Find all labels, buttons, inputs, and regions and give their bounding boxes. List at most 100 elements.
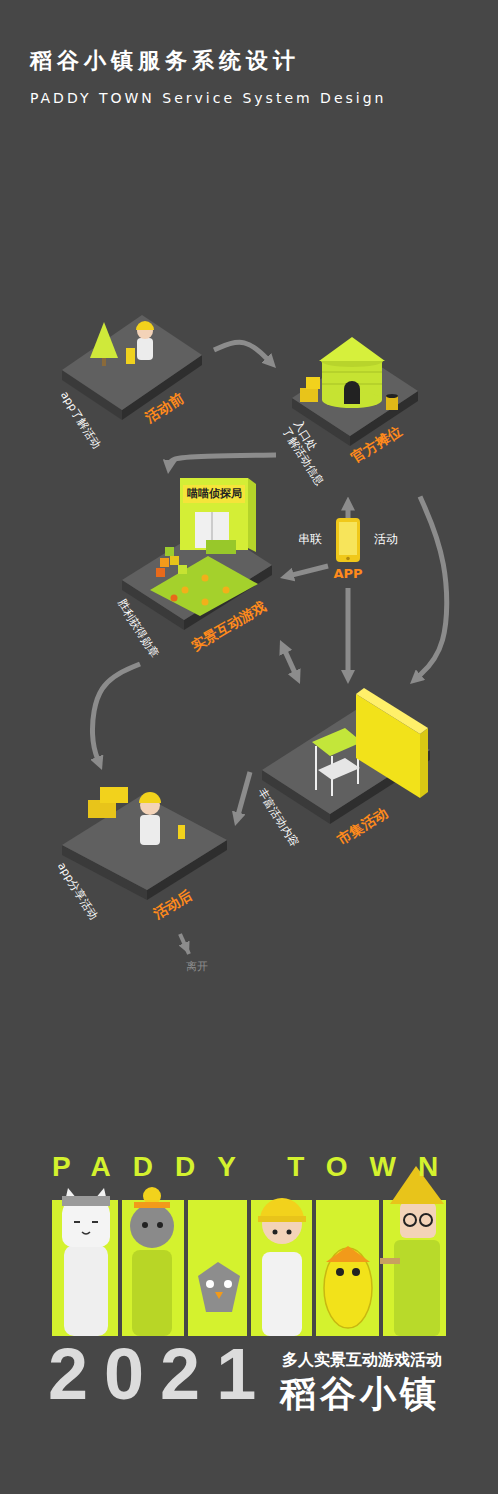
tree-and-visitor	[126, 348, 135, 364]
phone-button	[346, 557, 350, 561]
grey-bird	[206, 1280, 214, 1288]
stage-note: 入口处 了解活动信息	[280, 418, 341, 494]
detective-game-set	[183, 485, 245, 503]
flow-note: 串联	[298, 532, 322, 546]
stage-heading: 活动前	[142, 390, 187, 427]
granary-booth	[386, 394, 398, 398]
market-stall	[318, 758, 360, 780]
yellow-owl	[326, 1246, 370, 1262]
white-cat	[92, 1221, 98, 1223]
flow-arrow	[346, 588, 351, 677]
platform-face	[262, 706, 430, 814]
page-title: 稻谷小镇服务系统设计	[30, 48, 300, 74]
flow-arrow	[92, 664, 140, 764]
detective-game-set	[170, 556, 179, 565]
detective-game-set	[165, 547, 174, 556]
grey-cat	[132, 1250, 172, 1336]
stage-platform: 实景互动游戏胜利获得勋章	[108, 474, 280, 664]
sharing-visitor	[139, 792, 161, 803]
market-stall	[312, 688, 428, 798]
stage-heading: 官方摊位	[348, 422, 404, 466]
flow-arrow	[346, 504, 351, 518]
grey-cat	[134, 1202, 170, 1208]
granary-booth	[306, 377, 320, 389]
flow-arrow	[415, 497, 447, 680]
character-band	[316, 1200, 379, 1336]
stage-platform: 市集活动丰富活动内容	[250, 684, 440, 860]
yellow-owl	[352, 1268, 360, 1276]
detective-game-set	[150, 556, 258, 616]
granary-booth	[322, 371, 382, 373]
phone-screen	[339, 522, 357, 555]
stage-platform: 活动后 app分享活动	[50, 770, 235, 930]
market-stall	[420, 728, 428, 798]
boy-figure	[273, 1230, 278, 1235]
detective-game-set	[156, 568, 165, 577]
granary-booth	[386, 396, 398, 410]
character-band	[52, 1200, 446, 1336]
sharing-visitor	[100, 787, 128, 803]
grey-cat	[130, 1204, 174, 1248]
platform-face	[62, 795, 227, 890]
exit-arrow	[180, 934, 189, 954]
sharing-visitor	[140, 815, 160, 845]
flow-arrow	[237, 772, 250, 819]
character-band	[251, 1200, 312, 1336]
sharing-visitor	[178, 825, 185, 839]
sign-text: 喵喵侦探局	[184, 487, 244, 500]
platform-face	[292, 353, 418, 436]
grey-cat	[130, 1187, 174, 1336]
stage-note: 胜利获得勋章	[115, 597, 161, 660]
white-cat	[62, 1203, 110, 1247]
tree-and-visitor	[136, 321, 154, 330]
market-stall	[312, 728, 362, 756]
flow-arrow	[287, 566, 328, 576]
scarecrow	[380, 1258, 400, 1264]
flow-arrow	[283, 646, 297, 677]
scarecrow	[380, 1166, 444, 1336]
stage-heading: 活动后	[150, 887, 195, 923]
platform-slab	[52, 305, 214, 463]
event-tagline: 多人实景互动游戏活动	[282, 1350, 442, 1369]
granary-booth	[344, 381, 360, 404]
sharing-visitor	[88, 787, 185, 845]
white-cat	[62, 1196, 110, 1206]
character-band	[52, 1200, 118, 1336]
detective-game-set	[178, 565, 187, 574]
tree-and-visitor	[90, 321, 154, 366]
granary-booth	[319, 337, 385, 361]
white-cat	[64, 1245, 108, 1336]
yellow-owl	[324, 1246, 372, 1328]
white-cat	[74, 1221, 80, 1223]
brand-wordmark: PADDY TOWN	[52, 1150, 460, 1184]
grey-bird	[215, 1292, 223, 1299]
grey-cat	[142, 1222, 148, 1228]
detective-game-set	[202, 575, 209, 582]
white-cat	[82, 1232, 90, 1234]
stage-note: 丰富活动内容	[255, 786, 301, 849]
stage-note: app分享活动	[55, 860, 100, 922]
flow-arrow	[214, 342, 271, 363]
tree-and-visitor	[90, 322, 118, 358]
app-node: APP	[328, 518, 371, 588]
tree-and-visitor	[137, 338, 153, 360]
character-band	[188, 1200, 247, 1336]
boy-figure	[262, 1252, 302, 1336]
stage-platform: 官方摊位入口处 了解活动信息	[276, 325, 434, 497]
detective-game-set	[223, 587, 230, 594]
detective-game-set	[202, 599, 209, 606]
detective-game-set	[180, 478, 248, 550]
detective-game-set	[248, 478, 256, 552]
grey-cat	[157, 1222, 163, 1228]
scarecrow	[420, 1214, 432, 1226]
character-band	[383, 1200, 446, 1336]
character-band	[122, 1200, 184, 1336]
boy-figure	[258, 1216, 306, 1222]
app-label: APP	[328, 566, 368, 582]
detective-game-set	[160, 558, 169, 567]
stage-note: app了解活动	[58, 389, 103, 451]
grey-bird	[224, 1280, 232, 1288]
exit-note: 离开	[186, 960, 208, 973]
year-number: 2021	[48, 1338, 272, 1410]
